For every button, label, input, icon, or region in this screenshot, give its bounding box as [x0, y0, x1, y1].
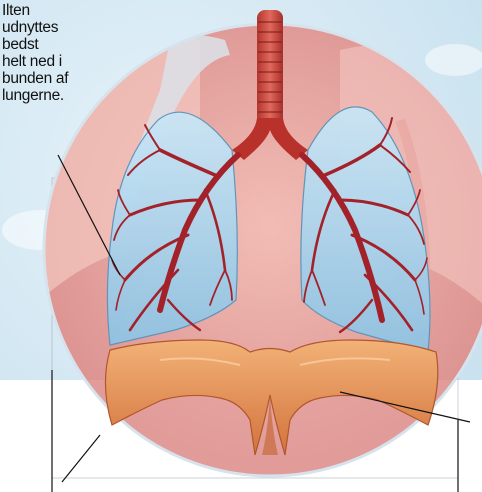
caption-line: helt ned i	[2, 53, 86, 70]
caption-line: Ilten	[2, 2, 86, 19]
caption-line: udnyttes	[2, 19, 86, 36]
caption-text: Ilten udnyttes bedst helt ned i bunden a…	[2, 2, 86, 104]
caption-line: lungerne.	[2, 87, 86, 104]
caption-line: bunden af	[2, 70, 86, 87]
caption-line: bedst	[2, 36, 86, 53]
